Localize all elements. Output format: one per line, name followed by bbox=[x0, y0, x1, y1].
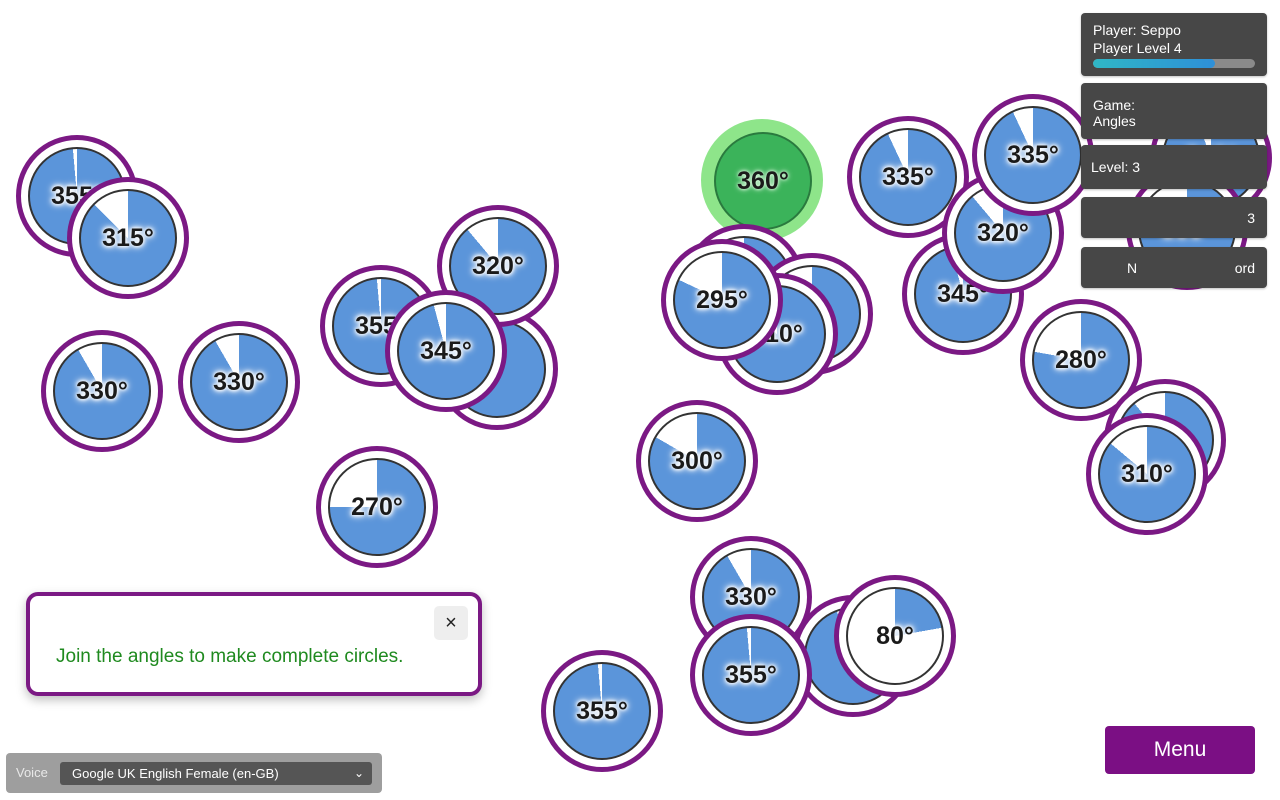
player-level: Player Level 4 bbox=[1093, 40, 1182, 56]
voice-select-value: Google UK English Female (en-GB) bbox=[72, 766, 279, 781]
angle-token[interactable]: 355° bbox=[541, 650, 663, 772]
angle-label: 295° bbox=[696, 285, 748, 314]
player-name: Player: Seppo bbox=[1093, 22, 1181, 38]
angle-label: 310° bbox=[1121, 459, 1173, 488]
score-value: 3 bbox=[1247, 210, 1255, 226]
angle-sector bbox=[397, 302, 495, 400]
voice-bar: Voice Google UK English Female (en-GB) ⌄ bbox=[6, 753, 382, 793]
angle-sector bbox=[53, 342, 151, 440]
angle-token[interactable]: 360° bbox=[701, 119, 823, 241]
angle-label: 320° bbox=[977, 218, 1029, 247]
angle-token[interactable]: 345° bbox=[385, 290, 507, 412]
angle-sector bbox=[328, 458, 426, 556]
angle-label: 335° bbox=[882, 162, 934, 191]
angle-label: 80° bbox=[876, 621, 914, 650]
angle-sector bbox=[190, 333, 288, 431]
angle-label: 345° bbox=[420, 336, 472, 365]
angle-token[interactable]: 355° bbox=[690, 614, 812, 736]
word-button[interactable]: N ord bbox=[1081, 247, 1267, 288]
angle-token[interactable]: 310° bbox=[1086, 413, 1208, 535]
angle-label: 300° bbox=[671, 446, 723, 475]
voice-select[interactable]: Google UK English Female (en-GB) ⌄ bbox=[60, 762, 372, 785]
close-icon: × bbox=[445, 611, 457, 634]
angle-label: 270° bbox=[351, 492, 403, 521]
angle-token[interactable]: 280° bbox=[1020, 299, 1142, 421]
player-panel: Player: Seppo Player Level 4 bbox=[1081, 13, 1267, 76]
close-message-button[interactable]: × bbox=[434, 606, 468, 640]
angle-sector bbox=[702, 626, 800, 724]
angle-token[interactable]: 315° bbox=[67, 177, 189, 299]
menu-button[interactable]: Menu bbox=[1105, 726, 1255, 774]
angle-sector bbox=[1098, 425, 1196, 523]
angle-sector bbox=[648, 412, 746, 510]
angle-sector bbox=[846, 587, 944, 685]
angle-label: 330° bbox=[76, 376, 128, 405]
angle-sector bbox=[859, 128, 957, 226]
angle-sector bbox=[553, 662, 651, 760]
level-panel: Level: 3 bbox=[1081, 145, 1267, 189]
game-label: Game: bbox=[1093, 97, 1136, 113]
angle-label: 280° bbox=[1055, 345, 1107, 374]
angle-sector bbox=[673, 251, 771, 349]
instruction-text: Join the angles to make complete circles… bbox=[56, 646, 404, 667]
instruction-message: × Join the angles to make complete circl… bbox=[26, 592, 482, 696]
word-button-label: N bbox=[1127, 260, 1138, 276]
angle-token[interactable]: 270° bbox=[316, 446, 438, 568]
angle-token[interactable]: 295° bbox=[661, 239, 783, 361]
angle-label: 320° bbox=[472, 251, 524, 280]
angle-sector bbox=[984, 106, 1082, 204]
angle-sector bbox=[79, 189, 177, 287]
voice-label: Voice bbox=[16, 765, 48, 780]
word-button-label-end: ord bbox=[1234, 260, 1255, 276]
angle-token[interactable]: 335° bbox=[972, 94, 1094, 216]
angle-label: 360° bbox=[737, 166, 789, 195]
level-text: Level: 3 bbox=[1091, 159, 1141, 175]
level-progress-fill bbox=[1093, 59, 1215, 68]
angle-label: 330° bbox=[725, 582, 777, 611]
angle-token[interactable]: 330° bbox=[41, 330, 163, 452]
angle-label: 355° bbox=[725, 660, 777, 689]
angle-sector bbox=[714, 132, 812, 230]
angle-label: 355° bbox=[576, 696, 628, 725]
angle-token[interactable]: 330° bbox=[178, 321, 300, 443]
menu-button-label: Menu bbox=[1153, 738, 1207, 761]
score-panel: 3 bbox=[1081, 197, 1267, 238]
chevron-down-icon: ⌄ bbox=[353, 766, 364, 780]
angle-sector bbox=[1032, 311, 1130, 409]
angle-token[interactable]: 300° bbox=[636, 400, 758, 522]
game-panel: Game: Angles bbox=[1081, 83, 1267, 139]
angle-label: 330° bbox=[213, 367, 265, 396]
angle-label: 315° bbox=[102, 223, 154, 252]
angle-label: 335° bbox=[1007, 140, 1059, 169]
level-progress-bar bbox=[1093, 59, 1255, 68]
angle-token[interactable]: 80° bbox=[834, 575, 956, 697]
game-name: Angles bbox=[1093, 113, 1136, 129]
